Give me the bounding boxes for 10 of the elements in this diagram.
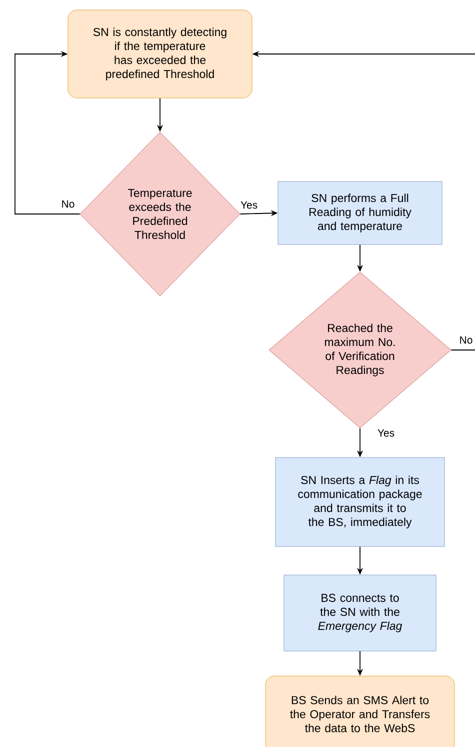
edge-label: Yes bbox=[239, 200, 259, 210]
edge-label: No bbox=[60, 199, 76, 209]
rounded-box: SN is constantly detecting if the temperature has exceeded the predefined Threshold bbox=[68, 10, 252, 98]
arrow bbox=[14, 50, 80, 214]
process-box: SN Inserts a Flag in its communication package and transmits it to the BS, immediately bbox=[275, 457, 445, 547]
rounded-box: BS Sends an SMS Alert to the Operator and Transfers the data to the WebS bbox=[265, 676, 455, 747]
process-box: BS connects to the SN with the Emergency Flag bbox=[284, 574, 436, 652]
edge-label: Yes bbox=[376, 428, 396, 438]
edge-label: No bbox=[458, 335, 474, 345]
process-box: SN performs a Full Reading of humidity and temperature bbox=[278, 181, 442, 245]
